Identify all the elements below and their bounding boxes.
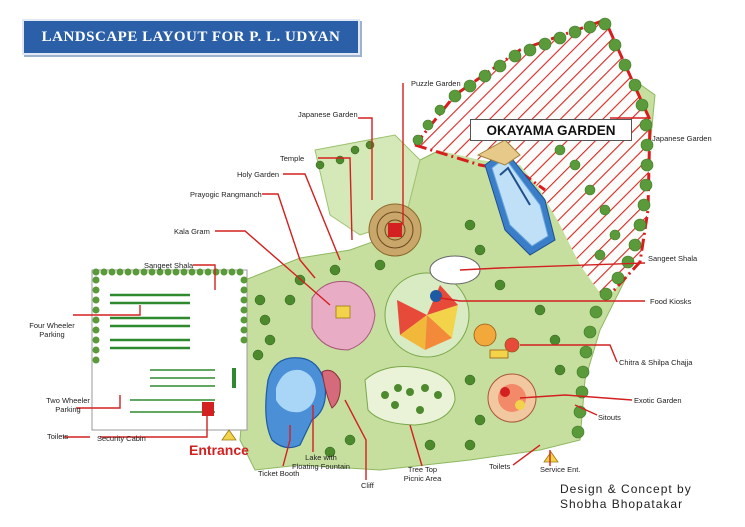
credit-line1: Design & Concept by bbox=[560, 482, 692, 496]
entrance-label: Entrance bbox=[189, 442, 249, 458]
label-japanese-garden-right: Japanese Garden bbox=[652, 134, 712, 143]
label-lake: Lake with Floating Fountain bbox=[286, 453, 356, 471]
exotic-garden bbox=[487, 373, 537, 423]
label-service-ent: Service Ent. bbox=[540, 465, 581, 474]
label-ticket-booth: Ticket Booth bbox=[258, 469, 300, 478]
label-japanese-garden-left: Japanese Garden bbox=[298, 110, 358, 119]
label-puzzle-garden: Puzzle Garden bbox=[411, 79, 461, 88]
label-temple: Temple bbox=[280, 154, 305, 163]
title-banner: LANDSCAPE LAYOUT FOR P. L. UDYAN bbox=[22, 19, 360, 55]
tree-border bbox=[412, 17, 654, 439]
sangeet-shala bbox=[429, 255, 481, 285]
label-four-wheeler-parking: Four Wheeler Parking bbox=[22, 321, 82, 339]
label-four-wheeler-line1: Four Wheeler bbox=[29, 321, 75, 330]
label-food-kiosks: Food Kiosks bbox=[650, 297, 692, 306]
credit-block: Design & Concept by Shobha Bhopatakar bbox=[560, 482, 692, 512]
okayama-garden-label: OKAYAMA GARDEN bbox=[470, 119, 632, 141]
label-prayogic-rangmanch: Prayogic Rangmanch bbox=[190, 190, 262, 199]
label-tree-top: Tree Top Picnic Area bbox=[395, 465, 450, 483]
label-two-wheeler-parking: Two Wheeler Parking bbox=[38, 396, 98, 414]
parking-area bbox=[91, 268, 248, 431]
label-lake-line1: Lake with bbox=[305, 453, 337, 462]
label-tree-top-line1: Tree Top bbox=[407, 465, 438, 474]
cliff bbox=[321, 369, 341, 409]
okayama-stadium bbox=[476, 139, 556, 256]
label-sangeet-shala-left: Sangeet Shala bbox=[144, 261, 194, 270]
label-security-cabin: Security Cabin bbox=[97, 434, 146, 443]
label-two-wheeler-line2: Parking bbox=[55, 405, 81, 414]
page-title: LANDSCAPE LAYOUT FOR P. L. UDYAN bbox=[41, 28, 341, 45]
label-chitra-shilpa: Chitra & Shilpa Chajja bbox=[619, 358, 693, 367]
label-sitouts: Sitouts bbox=[598, 413, 621, 422]
label-exotic-garden: Exotic Garden bbox=[634, 396, 682, 405]
label-four-wheeler-line2: Parking bbox=[39, 330, 65, 339]
label-toilets-right: Toilets bbox=[489, 462, 511, 471]
label-sangeet-shala-right: Sangeet Shala bbox=[648, 254, 698, 263]
label-cliff: Cliff bbox=[361, 481, 374, 490]
label-toilets-left: Toilets bbox=[47, 432, 69, 441]
label-holy-garden: Holy Garden bbox=[237, 170, 280, 179]
label-tree-top-line2: Picnic Area bbox=[403, 474, 442, 483]
leader-lines bbox=[63, 83, 650, 480]
service-entrance-marker-icon bbox=[543, 451, 559, 463]
label-kala-gram: Kala Gram bbox=[174, 227, 210, 236]
chitra-shilpa bbox=[473, 323, 520, 359]
label-lake-line2: Floating Fountain bbox=[292, 462, 350, 471]
entrance-marker-icon bbox=[221, 429, 237, 441]
credit-line2: Shobha Bhopatakar bbox=[560, 497, 684, 511]
label-two-wheeler-line1: Two Wheeler bbox=[46, 396, 90, 405]
